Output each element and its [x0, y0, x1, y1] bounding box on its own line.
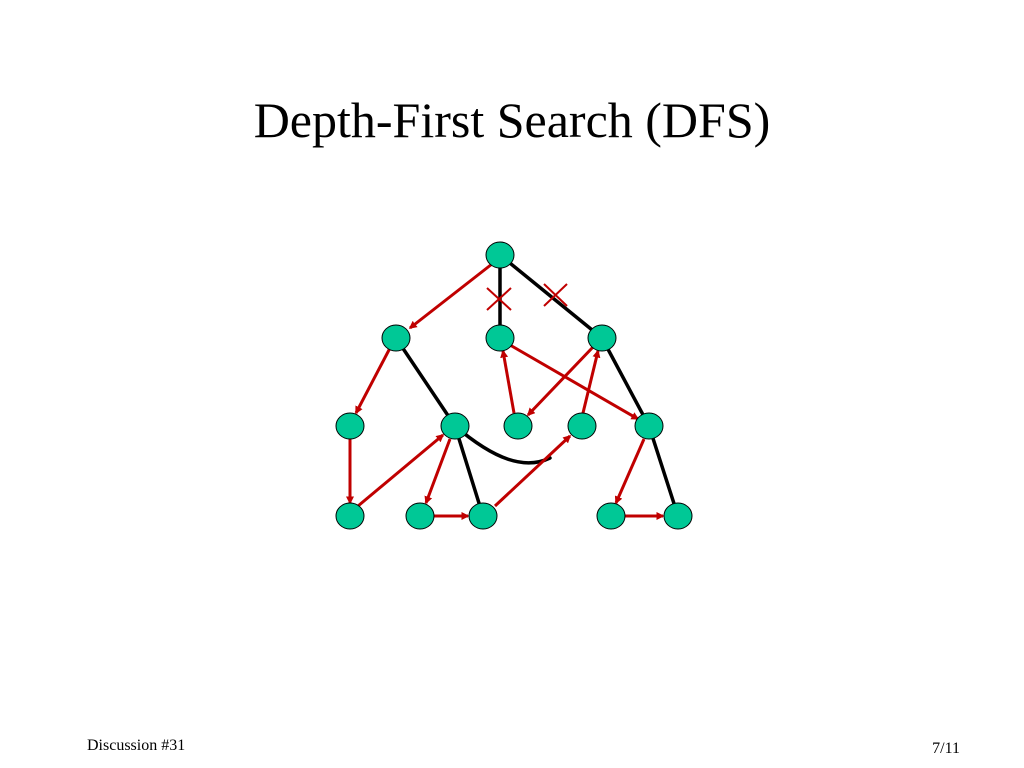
arrow-n7-n2 [500, 349, 516, 414]
arrow-n3-n7 [526, 344, 596, 417]
node-n0 [485, 241, 515, 269]
node-n4 [335, 412, 365, 440]
node-n12 [468, 502, 498, 530]
node-n1 [381, 324, 411, 352]
node-n9 [634, 412, 664, 440]
node-n10 [335, 502, 365, 530]
arrow-n9-n13 [614, 438, 646, 505]
edge-n5-n7-curve [453, 424, 552, 465]
node-n13 [596, 502, 626, 530]
cross-mark-n0-n3 [543, 283, 568, 307]
node-n8 [567, 412, 597, 440]
node-n3 [587, 324, 617, 352]
cross-mark-n0-n2 [486, 287, 512, 311]
dfs-arrows [346, 262, 665, 520]
edge-n5-n12 [453, 424, 485, 518]
footer-slide-number: 7/11 [932, 740, 960, 757]
node-n11 [405, 502, 435, 530]
arrow-n0-n1 [408, 262, 493, 330]
edge-n0-n3 [498, 253, 604, 340]
graph-nodes [335, 241, 693, 530]
graph-edges [394, 253, 680, 518]
node-n14 [663, 502, 693, 530]
rejected-edge-marks [486, 283, 568, 311]
arrow-n1-n4 [354, 347, 392, 415]
footer-discussion-label: Discussion #31 [87, 737, 186, 754]
arrow-n8-n3 [581, 349, 601, 414]
slide-title: Depth-First Search (DFS) [253, 92, 771, 148]
edge-n3-n9 [600, 336, 651, 428]
node-n2 [485, 324, 515, 352]
node-n7 [503, 412, 533, 440]
arrow-n10-n5 [357, 433, 445, 508]
arrow-n2-n9 [509, 343, 640, 421]
edge-n1-n5 [394, 336, 457, 428]
arrow-n5-n11 [424, 438, 452, 505]
edge-n9-n13 [647, 424, 680, 518]
node-n5 [440, 412, 470, 440]
arrow-n12-n8 [493, 434, 572, 508]
